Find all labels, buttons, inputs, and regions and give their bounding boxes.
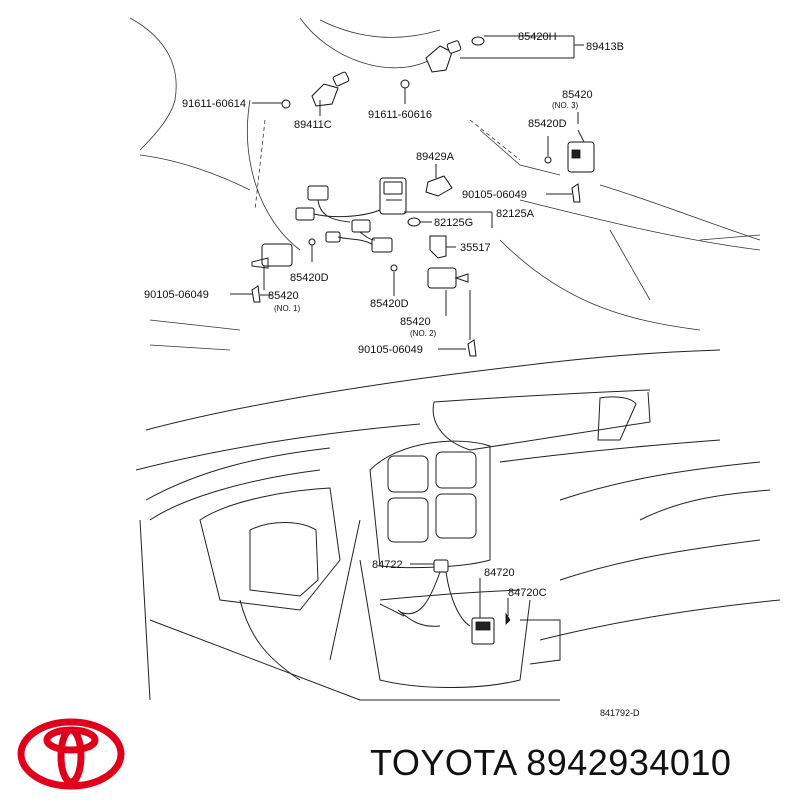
brand-name: TOYOTA (370, 742, 516, 783)
sensor-89429a (425, 175, 453, 197)
label-no3: (NO. 3) (552, 101, 579, 110)
bolt-90105-06049-a (571, 183, 581, 203)
sensor-parts (251, 36, 595, 357)
sensor-85420-no2 (427, 267, 457, 289)
label-35517: 35517 (460, 242, 491, 254)
label-85420-no1: 85420 (268, 290, 299, 302)
label-85420d-c: 85420D (370, 298, 409, 310)
label-91611-60616: 91611-60616 (368, 109, 432, 121)
toyota-logo (17, 718, 125, 790)
harness-connector-c (351, 219, 371, 233)
label-89429a: 89429A (416, 151, 455, 163)
switch-84722 (433, 559, 449, 573)
clip-91611-60614 (281, 99, 291, 109)
clip-91611-60616 (400, 79, 410, 89)
sensor-85420-no3 (567, 141, 595, 173)
wire-harness (295, 177, 407, 253)
sensor-89411c (311, 83, 339, 107)
harness-connector-d (371, 237, 393, 253)
label-85420d-a: 85420D (528, 118, 567, 130)
part-labels: 85420H 89413B 91611-60614 89411C 91611-6… (144, 31, 640, 718)
brand-line: TOYOTA 8942934010 (370, 742, 731, 784)
label-85420-no3: 85420 (562, 89, 593, 101)
label-84720: 84720 (484, 567, 515, 579)
label-84722: 84722 (372, 559, 403, 571)
label-no2: (NO. 2) (410, 329, 437, 338)
body-outline (129, 17, 761, 351)
label-85420d-b: 85420D (290, 272, 329, 284)
label-90105-06049-a: 90105-06049 (462, 189, 527, 201)
label-85420-no2: 85420 (400, 316, 431, 328)
harness-connector-e (325, 231, 341, 243)
label-89413b: 89413B (586, 41, 624, 53)
dashboard-outline (135, 349, 781, 701)
grommet-82125g (407, 217, 421, 227)
diagram-code: 841792-D (600, 708, 640, 718)
harness-connector-b (295, 207, 315, 221)
label-84720c: 84720C (508, 587, 547, 599)
sensor-85420-no1 (261, 243, 293, 267)
screw-84720c (505, 612, 511, 625)
label-82125a: 82125A (496, 208, 535, 220)
label-91611-60614: 91611-60614 (182, 98, 246, 110)
sensor-89413b (425, 45, 453, 73)
label-82125g: 82125G (434, 217, 473, 229)
bolt-90105-06049-c (467, 339, 477, 357)
grommet-85420h (471, 36, 485, 46)
bolt-90105-06049-b (251, 285, 261, 303)
label-no1: (NO. 1) (274, 304, 301, 313)
label-89411c: 89411C (294, 119, 332, 131)
bracket-35517 (429, 235, 447, 259)
part-number: 8942934010 (526, 742, 732, 783)
label-85420h: 85420H (518, 31, 557, 43)
harness-connector-a (307, 185, 329, 201)
label-90105-06049-b: 90105-06049 (144, 289, 209, 301)
leader-lines (230, 35, 585, 618)
label-90105-06049-c: 90105-06049 (358, 344, 423, 356)
